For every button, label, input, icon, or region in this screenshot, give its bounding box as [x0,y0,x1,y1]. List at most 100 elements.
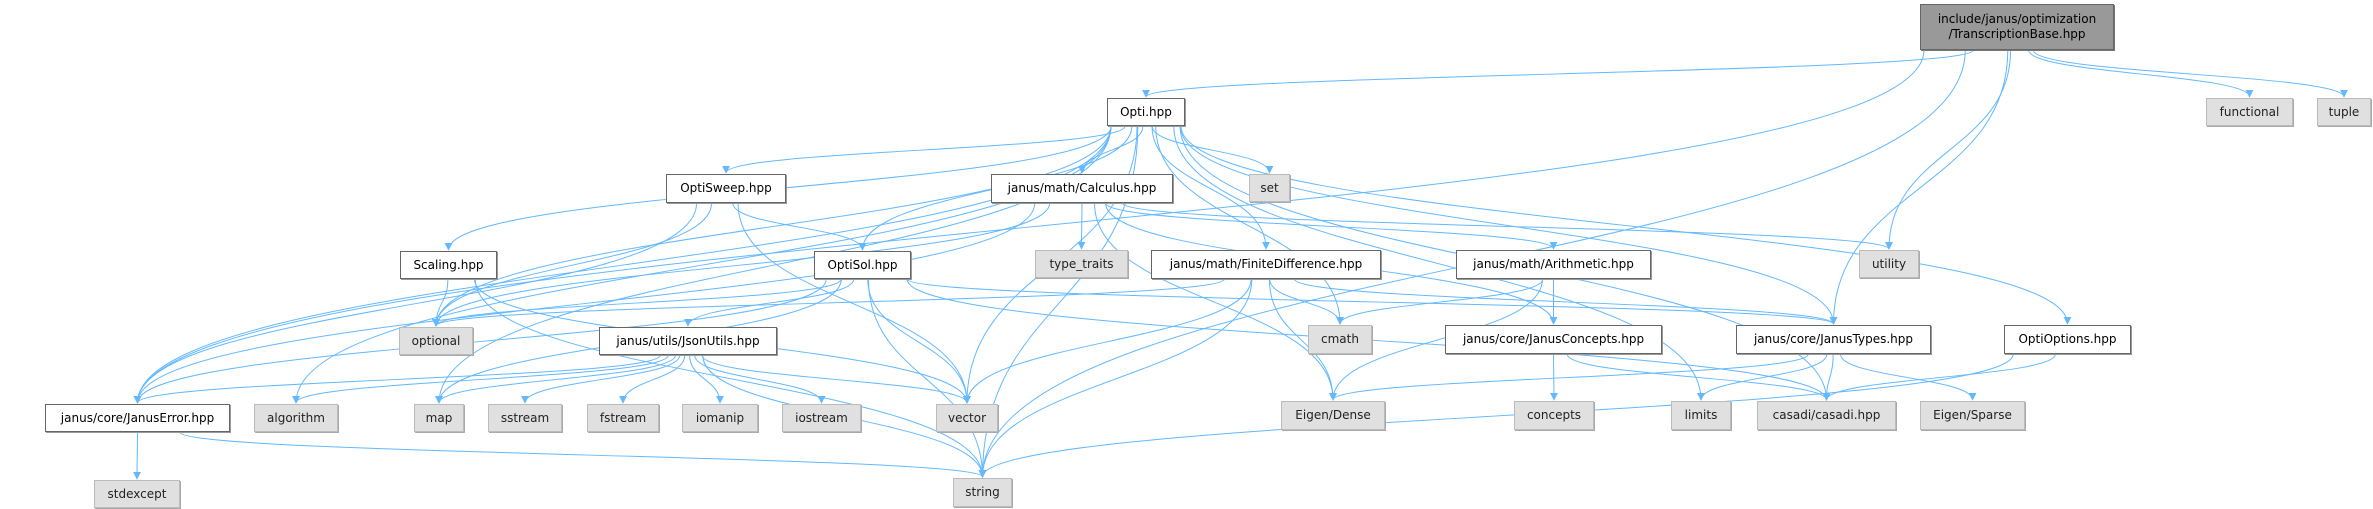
node-label: OptiOptions.hpp [2018,332,2117,346]
node-optisweep[interactable]: OptiSweep.hpp [666,174,786,203]
node-label: string [965,485,1000,499]
node-calculus[interactable]: janus/math/Calculus.hpp [991,174,1173,203]
node-label: cmath [1321,332,1359,346]
node-label: janus/math/Calculus.hpp [1007,181,1157,195]
node-vector: vector [936,404,998,432]
edge-types-to-eigendense [1329,353,1809,401]
node-iomanip: iomanip [682,404,758,432]
node-label: optional [411,333,461,348]
node-optioptions[interactable]: OptiOptions.hpp [2004,325,2131,354]
node-label: iomanip [695,410,745,425]
node-tb[interactable]: include/janus/optimization /Transcriptio… [1920,4,2114,50]
node-types[interactable]: janus/core/JanusTypes.hpp [1736,325,1931,354]
edge-calculus-to-error [133,202,1036,404]
node-label: set [1260,180,1279,195]
node-label: functional [2219,104,2280,119]
edge-arithmetic-to-eigendense [1329,278,1543,401]
node-label: casadi/casadi.hpp [1772,408,1881,422]
node-eigensparse: Eigen/Sparse [1920,401,2025,430]
node-concepts-h[interactable]: janus/core/JanusConcepts.hpp [1445,325,1662,354]
edge-opti-to-map [435,125,1112,404]
node-string: string [953,478,1012,507]
edge-jsonutils-to-algorithm [292,354,669,404]
edge-optisol-to-jsonutils [684,278,855,327]
node-finitediff[interactable]: janus/math/FiniteDifference.hpp [1151,250,1381,279]
edge-opti-to-limits [1173,125,1705,401]
edge-tb-to-types [1829,49,2009,325]
node-scaling[interactable]: Scaling.hpp [400,251,497,279]
node-sstream: sstream [488,404,562,432]
node-label: janus/core/JanusError.hpp [60,410,215,425]
edge-optisol-to-vector [867,278,971,404]
node-label: OptiSol.hpp [827,257,898,272]
edge-optisweep-to-vector [737,202,971,404]
edge-error-to-string [179,431,987,478]
node-optisol[interactable]: OptiSol.hpp [814,251,911,279]
edge-finitediff-to-optional [432,278,1225,327]
edge-opti-to-optioptions [1180,125,2072,325]
node-type-traits: type_traits [1035,250,1128,278]
node-jsonutils[interactable]: janus/utils/JsonUtils.hpp [599,327,777,355]
edge-opti-to-types [1179,125,1838,325]
node-stdexcept: stdexcept [94,480,180,508]
edge-optisol-to-optional [432,278,842,327]
node-eigendense: Eigen/Dense [1281,401,1385,430]
node-cmath: cmath [1308,325,1372,354]
edge-concepts_h-to-casadi [1566,353,1831,401]
edge-opti-to-optisweep [722,125,1126,174]
node-iostream: iostream [782,404,861,432]
edge-jsonutils-to-error [133,354,661,404]
node-label: stdexcept [107,486,167,501]
edge-types-to-limits [1697,353,1828,401]
edge-opti-to-optional [432,125,1112,327]
edge-opti-to-cmath [1155,125,1344,325]
node-label: Eigen/Dense [1295,408,1371,422]
node-error[interactable]: janus/core/JanusError.hpp [45,404,230,432]
node-label: OptiSweep.hpp [680,181,772,195]
node-opti[interactable]: Opti.hpp [1107,98,1185,126]
edge-finitediff-to-string [978,278,1253,478]
edge-jsonutils-to-sstream [521,354,681,404]
node-label: janus/core/JanusConcepts.hpp [1462,332,1645,346]
edge-jsonutils-to-fstream [619,354,686,404]
edge-jsonutils-to-vector [701,354,971,404]
node-label: vector [947,410,987,425]
node-label: fstream [599,410,647,425]
node-arithmetic[interactable]: janus/math/Arithmetic.hpp [1456,250,1651,279]
node-casadi: casadi/casadi.hpp [1757,401,1896,430]
node-label: type_traits [1049,256,1114,271]
edge-optisweep-to-optional [432,202,712,327]
node-label: utility [1871,256,1907,271]
node-label: algorithm [267,410,325,425]
node-label: janus/math/Arithmetic.hpp [1473,257,1634,271]
node-set: set [1249,174,1290,202]
edge-optisol-to-types [906,278,1838,325]
edge-calculus-to-optional [432,202,1051,327]
edge-jsonutils-to-map [435,354,677,404]
edge-optioptions-to-casadi [1822,353,2056,401]
node-label: map [425,410,453,425]
edge-jsonutils-to-iostream [694,354,826,404]
edge-jsonutils-to-iomanip [689,354,724,404]
node-label: iostream [795,410,848,425]
node-algorithm: algorithm [254,404,338,432]
edge-tb-to-opti [1142,49,1974,98]
node-label: sstream [500,410,550,425]
node-fstream: fstream [587,404,659,432]
edge-optisol-to-error [133,278,827,404]
edge-calculus-to-arithmetic [1105,202,1558,250]
node-limits: limits [1671,401,1731,430]
node-functional: functional [2206,98,2293,126]
node-tuple: tuple [2317,98,2371,126]
node-optional: optional [399,327,473,355]
node-label: include/janus/optimization /Transcriptio… [1937,12,2097,41]
edge-tb-to-tuple [2032,49,2348,98]
node-label: Opti.hpp [1120,104,1172,119]
node-label: janus/utils/JsonUtils.hpp [616,333,760,348]
node-map: map [414,404,464,432]
edge-optioptions-to-string [978,353,2014,478]
edge-optisol-to-string [868,278,987,478]
edge-finitediff-to-types [1293,278,1838,325]
node-label: Eigen/Sparse [1933,408,2012,422]
edge-finitediff-to-eigendense [1268,278,1337,401]
